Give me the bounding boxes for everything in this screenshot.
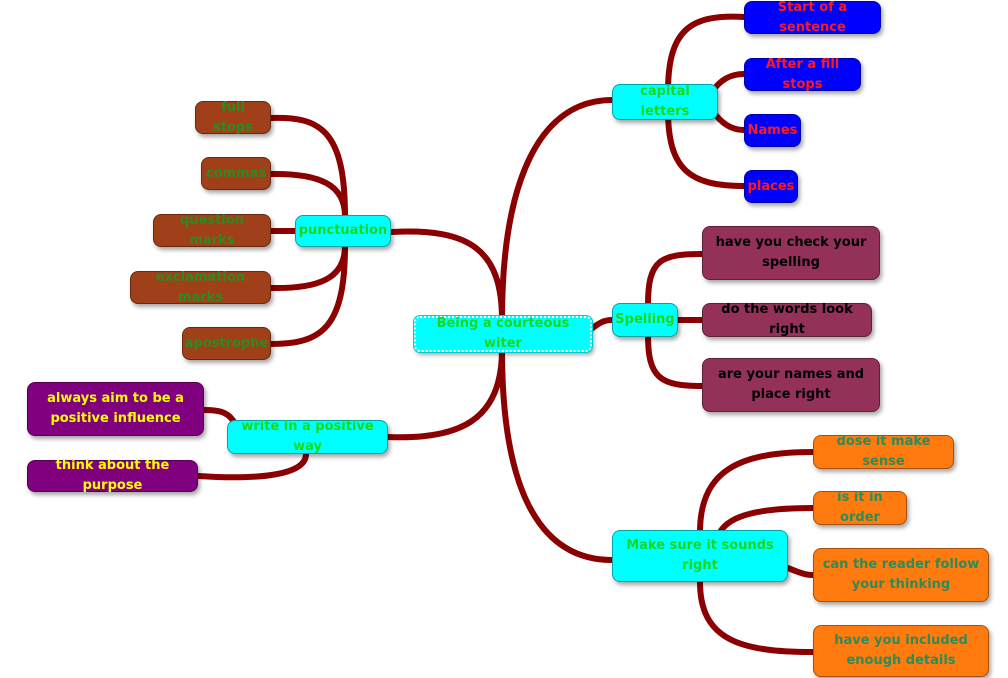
link-root-spelling <box>587 317 615 333</box>
link-spelling-3 <box>645 332 705 389</box>
link-sounds-4 <box>697 579 816 655</box>
punct-child-full-stops[interactable]: full stops <box>195 100 271 135</box>
positive-child-influence[interactable]: always aim to be a positive influence <box>27 382 204 436</box>
link-sounds-3 <box>785 565 816 578</box>
sounds-child-enough-details[interactable]: have you included enough details <box>813 625 989 677</box>
link-punct-5 <box>267 243 348 347</box>
capital-child-after-full-stop[interactable]: After a fill stops <box>744 57 861 92</box>
link-sounds-1 <box>697 449 816 535</box>
capital-child-names[interactable]: Names <box>744 114 801 147</box>
capital-letters-node[interactable]: capital letters <box>612 84 718 120</box>
link-capital-4 <box>665 107 747 189</box>
punct-child-apostrophe[interactable]: apostrophe <box>182 327 271 360</box>
punctuation-node[interactable]: punctuation <box>295 215 391 247</box>
link-punct-2 <box>267 170 348 219</box>
link-spelling-1 <box>645 251 705 308</box>
punct-child-question-marks[interactable]: question marks <box>153 213 271 248</box>
link-root-punctuation <box>389 228 505 323</box>
link-root-capital <box>499 97 615 323</box>
sounds-child-make-sense[interactable]: dose it make sense <box>813 434 954 469</box>
punct-child-exclamation-marks[interactable]: exclamation marks <box>130 270 271 305</box>
link-sounds-2 <box>717 505 816 535</box>
link-capital-1 <box>665 13 747 95</box>
spelling-child-check[interactable]: have you check your spelling <box>702 226 880 280</box>
spelling-child-names-place[interactable]: are your names and place right <box>702 358 880 412</box>
link-punct-1 <box>267 114 348 219</box>
link-root-sounds <box>499 347 615 563</box>
capital-child-places[interactable]: places <box>744 170 798 203</box>
sounds-child-in-order[interactable]: is it in order <box>813 490 907 525</box>
capital-child-start-sentence[interactable]: Start of a sentence <box>744 0 881 35</box>
positive-way-node[interactable]: write in a positive way <box>227 419 388 454</box>
link-punct-4 <box>267 243 348 292</box>
sounds-child-reader-follow[interactable]: can the reader follow your thinking <box>813 548 989 602</box>
link-root-positive <box>385 347 505 441</box>
spelling-node[interactable]: Spelling <box>612 303 678 337</box>
punct-child-commas[interactable]: commas <box>201 157 271 190</box>
link-positive-2 <box>195 451 309 481</box>
root-node[interactable]: Being a courteous witer <box>413 315 593 353</box>
spelling-child-words-right[interactable]: do the words look right <box>702 302 872 337</box>
sounds-right-node[interactable]: Make sure it sounds right <box>612 530 788 582</box>
positive-child-purpose[interactable]: think about the purpose <box>27 458 198 493</box>
